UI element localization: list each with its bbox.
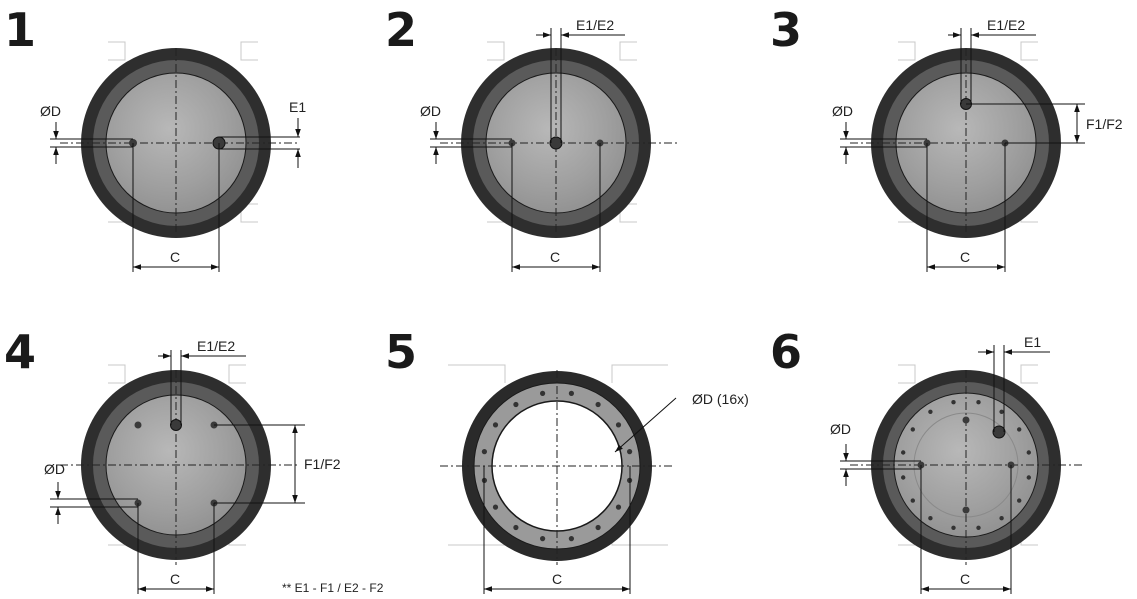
footnote: ** E1 - F1 / E2 - F2 [282, 581, 384, 595]
bolt-hole [928, 409, 933, 414]
bolt-hole [568, 536, 575, 542]
diagram-1: 1 ØD E1 C [4, 3, 306, 272]
bolt-hole [595, 524, 601, 531]
bolt-hole [615, 504, 622, 510]
e-label: E1 [1024, 334, 1041, 350]
hole [962, 506, 970, 514]
extension-lines [960, 28, 972, 104]
diameter-label: ØD (16x) [692, 391, 749, 407]
e-label: E1/E2 [576, 17, 614, 33]
bolt-hole [901, 450, 906, 455]
bolt-hole [1017, 498, 1022, 503]
bolt-hole [901, 475, 906, 480]
bolt-holes [901, 400, 1032, 530]
c-label: C [170, 571, 180, 587]
bolt-hole [1026, 475, 1032, 480]
f-label: F1/F2 [304, 456, 341, 472]
e-label: E1/E2 [987, 17, 1025, 33]
bolt-hole [976, 400, 981, 405]
f-label: F1/F2 [1086, 116, 1123, 132]
extension-lines [170, 350, 182, 425]
bolt-hole [513, 524, 519, 531]
e-label: E1 [289, 99, 306, 115]
bolt-hole [951, 525, 956, 530]
extension-lines [550, 28, 562, 143]
extension-lines [483, 466, 631, 594]
c-label: C [960, 249, 970, 265]
extension-lines [132, 143, 220, 272]
bolt-hole [492, 422, 499, 428]
diameter-label: ØD [420, 103, 441, 119]
bolt-hole [1017, 427, 1022, 432]
pin-hole [992, 425, 1006, 439]
bolt-hole [595, 401, 601, 408]
bolt-hole [568, 390, 575, 396]
extension-lines [920, 465, 1012, 594]
bolt-hole [513, 401, 519, 408]
diagram-4: 4 E1/E2 F1/F2 ØD C ** E1 - F1 / E2 - F2 [4, 325, 384, 595]
c-label: C [552, 571, 562, 587]
bolt-hole [481, 449, 487, 455]
pin-hole [549, 136, 563, 150]
diameter-label: ØD [44, 461, 65, 477]
extension-lines [137, 503, 215, 594]
c-label: C [960, 571, 970, 587]
diagram-number: 4 [4, 325, 36, 379]
diagram-6: 6 E1 ØD C [770, 325, 1085, 594]
diagram-number: 6 [770, 325, 802, 379]
hole [134, 421, 142, 429]
bolt-hole [951, 400, 956, 405]
e-label: E1/E2 [197, 338, 235, 354]
extension-lines [50, 498, 138, 508]
bolt-hole [540, 390, 546, 396]
leader-line [614, 397, 677, 453]
diagram-5: 5 ØD (16x) C [385, 325, 749, 594]
bolt-hole [928, 516, 933, 521]
bolt-hole [999, 409, 1004, 414]
diagram-2: 2 ØD E1/E2 C [385, 3, 680, 272]
bolt-hole [910, 498, 915, 503]
extension-lines [50, 136, 300, 150]
extension-lines [511, 143, 601, 272]
diameter-label: ØD [832, 103, 853, 119]
bolt-hole [910, 427, 915, 432]
diameter-label: ØD [40, 103, 61, 119]
diagram-3: 3 ØD E1/E2 F1/F2 C [770, 3, 1123, 272]
diameter-label: ØD [830, 421, 851, 437]
diagram-number: 1 [4, 3, 36, 57]
c-label: C [170, 249, 180, 265]
c-label: C [550, 249, 560, 265]
pin-hole [170, 419, 182, 431]
bolt-hole [492, 504, 499, 510]
bolt-hole [999, 516, 1004, 521]
extension-lines [840, 460, 921, 470]
hole [962, 416, 970, 424]
extension-lines [993, 345, 1005, 432]
extension-lines [840, 138, 927, 148]
bolt-hole [976, 525, 981, 530]
diagram-number: 3 [770, 3, 802, 57]
bolt-holes [481, 390, 633, 542]
bolt-hole [540, 536, 546, 542]
extension-lines [430, 138, 512, 148]
extension-lines [966, 103, 1085, 144]
bolt-hole [615, 422, 622, 428]
bolt-hole [1026, 450, 1032, 455]
extension-lines [926, 143, 1006, 272]
diagram-number: 2 [385, 3, 417, 57]
extension-lines [214, 424, 305, 504]
bolt-hole [627, 449, 633, 455]
diagram-number: 5 [385, 325, 417, 379]
